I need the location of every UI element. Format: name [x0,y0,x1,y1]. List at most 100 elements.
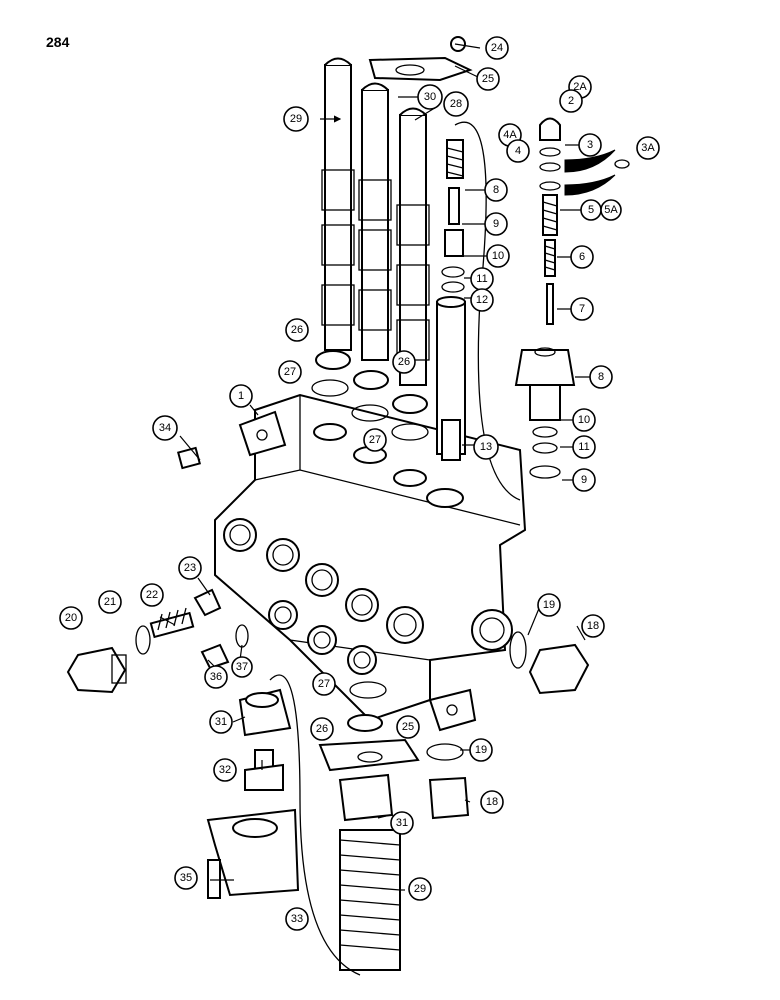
svg-text:7: 7 [579,303,585,315]
svg-text:34: 34 [159,422,171,434]
svg-text:6: 6 [579,251,585,263]
seal-26-a [315,350,351,370]
callout-3A: 3A [636,136,660,160]
svg-text:3A: 3A [641,142,655,154]
callout-29-left: 29 [283,106,309,132]
spool-left [321,57,355,351]
svg-text:18: 18 [486,796,498,808]
callout-23: 23 [178,556,202,580]
callout-10: 1010 [572,408,596,432]
callout-7: 7 [570,297,594,321]
callout-5: 5 [580,199,602,221]
oring-27-c [391,423,429,441]
svg-text:37: 37 [236,661,248,673]
bottom-parts [206,674,470,976]
svg-text:33: 33 [291,913,303,925]
svg-text:9: 9 [581,474,587,486]
svg-text:36: 36 [210,671,222,683]
callout-18-bottom: 18 [480,790,504,814]
svg-text:5: 5 [588,204,594,216]
center-stack [436,121,521,501]
svg-text:24: 24 [491,42,503,54]
callout-24: 24 [485,36,509,60]
callout-27-a: 27 [278,360,302,384]
callout-2: 2 [559,89,583,113]
callout-26-a: 26 [285,318,309,342]
svg-text:26: 26 [316,723,328,735]
callout-29-right: 30 [417,84,443,110]
callout-27-c: 27 [312,672,336,696]
svg-text:22: 22 [146,589,158,601]
callout-6: 6 [570,245,594,269]
callout-18-right: 18 [581,614,605,638]
svg-text:31: 31 [215,716,227,728]
callout-35: 34 [152,415,178,441]
svg-text:26: 26 [291,324,303,336]
svg-text:8: 8 [493,184,499,196]
callout-26-c: 26 [310,717,334,741]
svg-text:8: 8 [598,371,604,383]
spool-right [396,107,430,386]
callout-17: 13 [473,434,499,460]
svg-text:11: 11 [578,441,589,453]
page-number: 284 [46,34,70,50]
callout-32: 32 [213,758,237,782]
callout-31-a: 31 [209,710,233,734]
svg-text:9: 9 [493,218,499,230]
svg-text:28: 28 [450,98,462,110]
svg-text:29: 29 [414,883,426,895]
callout-27-b: 27 [363,428,387,452]
svg-text:18: 18 [587,620,599,632]
svg-text:27: 27 [318,678,330,690]
svg-text:27: 27 [284,366,296,378]
callout-8: 88 [589,365,613,389]
callout-13: 9 [484,212,508,236]
svg-text:19: 19 [543,599,555,611]
callout-22: 22 [140,583,164,607]
callout-36: 36 [204,665,228,689]
callout-4: 4 [506,139,530,163]
callout-21: 21 [98,590,122,614]
svg-text:21: 21 [104,596,116,608]
plate-25-top [368,56,473,82]
callout-25-bottom: 25 [396,715,420,739]
callout-12: 8 [484,178,508,202]
svg-text:26: 26 [398,356,410,368]
svg-text:25: 25 [482,73,494,85]
callout-28: 28 [443,91,469,117]
callout-37: 37 [231,656,253,678]
callout-labels: 24 25 29 30 28 8 9 10 11 12 13 2A 2 4A 4… [59,36,660,931]
svg-text:27: 27 [369,434,381,446]
seal-26-bottom [347,714,383,732]
callout-19-bottom: 19 [469,738,493,762]
svg-text:29: 29 [290,113,302,125]
svg-text:10: 10 [578,414,590,426]
svg-text:30: 30 [424,91,436,103]
spool-middle [358,82,392,361]
callout-9: 9 [572,468,596,492]
callout-26-b: 26 [392,350,416,374]
right-parts [509,631,590,695]
svg-text:2: 2 [568,95,574,107]
valve-body [214,393,527,732]
svg-text:31: 31 [396,817,408,829]
callout-31-b: 31 [390,811,414,835]
callout-15: 11 [470,267,494,291]
svg-text:4A: 4A [503,129,517,141]
callout-20: 20 [59,606,83,630]
oring-27-b [351,404,389,422]
callout-33: 33 [285,907,309,931]
left-parts [66,446,249,694]
svg-text:12: 12 [476,294,488,306]
svg-text:11: 11 [476,273,487,285]
svg-text:35: 35 [180,872,192,884]
svg-text:2A: 2A [573,81,587,93]
callout-3: 3 [578,133,602,157]
svg-text:1: 1 [238,390,244,402]
callout-5A: 5A [600,199,622,221]
callout-1: 1 [229,384,253,408]
svg-text:32: 32 [219,764,231,776]
svg-text:13: 13 [480,441,492,453]
callout-34: 35 [174,866,198,890]
